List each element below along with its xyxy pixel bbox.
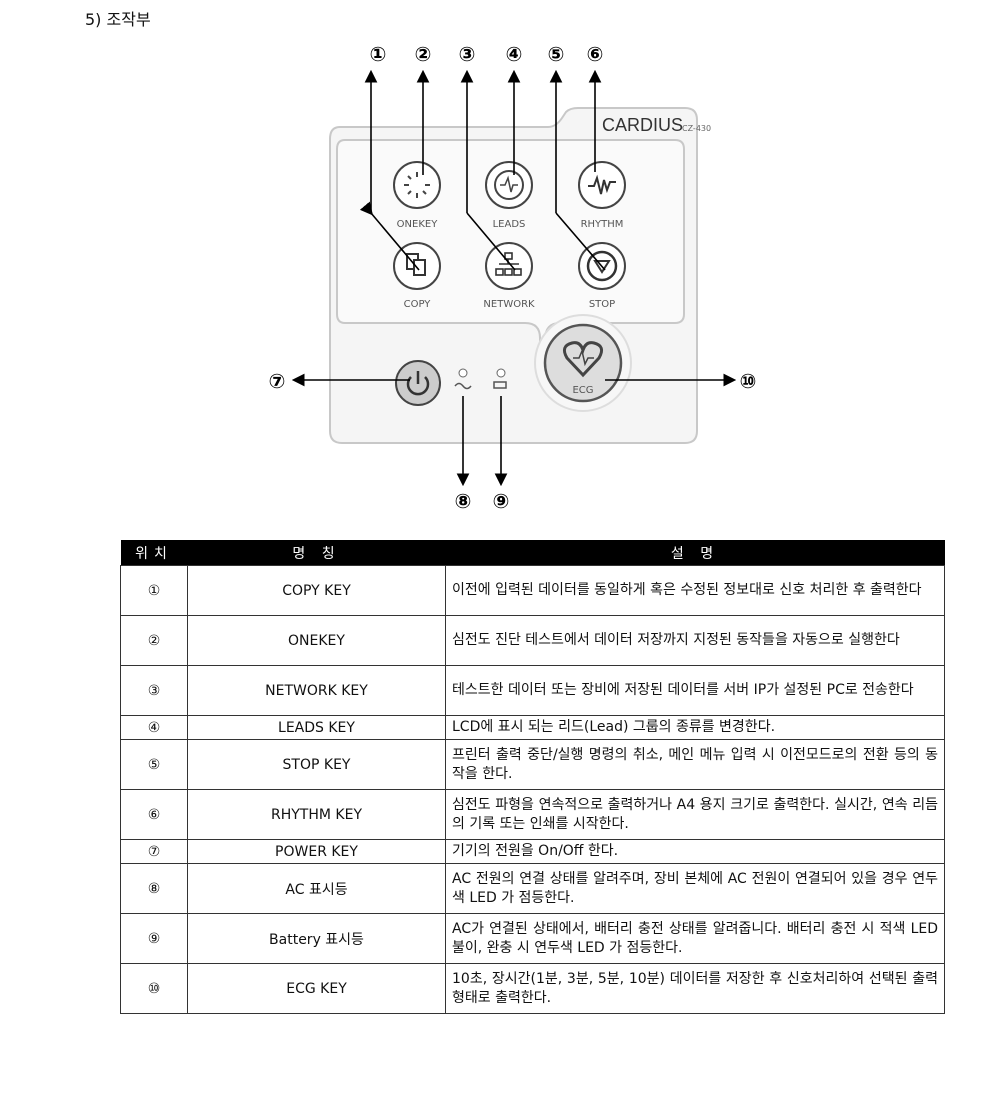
battery-led [493, 368, 507, 389]
row-description: 기기의 전원을 On/Off 한다. [445, 839, 945, 864]
callout-9: ⑨ [493, 489, 510, 513]
row-description: AC 전원의 연결 상태를 알려주며, 장비 본체에 AC 전원이 연결되어 있… [445, 863, 945, 914]
callout-6: ⑥ [587, 42, 604, 66]
callout-7: ⑦ [269, 369, 286, 393]
copy-button[interactable] [393, 242, 441, 290]
rhythm-label: RHYTHM [581, 219, 624, 230]
row-description: 심전도 파형을 연속적으로 출력하거나 A4 용지 크기로 출력한다. 실시간,… [445, 789, 945, 840]
row-name: STOP KEY [187, 739, 446, 790]
ecg-button[interactable] [534, 314, 632, 412]
sparkle-icon [404, 172, 430, 198]
row-description: 이전에 입력된 데이터를 동일하게 혹은 수정된 정보대로 신호 처리한 후 출… [445, 565, 945, 616]
row-name: NETWORK KEY [187, 665, 446, 716]
header-description: 설 명 [445, 540, 945, 566]
row-description: 테스트한 데이터 또는 장비에 저장된 데이터를 서버 IP가 설정된 PC로 … [445, 665, 945, 716]
header-name: 명 칭 [187, 540, 446, 566]
row-position: ⑦ [120, 839, 188, 864]
callout-8: ⑧ [455, 489, 472, 513]
row-name: LEADS KEY [187, 715, 446, 740]
row-description: LCD에 표시 되는 리드(Lead) 그룹의 종류를 변경한다. [445, 715, 945, 740]
callout-4: ④ [506, 42, 523, 66]
section-heading: 5) 조작부 [85, 10, 151, 29]
ac-icon [454, 382, 472, 390]
leads-label: LEADS [493, 219, 526, 230]
row-name: ECG KEY [187, 963, 446, 1014]
brand-logo: CARDIUS [602, 115, 683, 135]
callout-3: ③ [459, 42, 476, 66]
stop-icon [586, 250, 618, 282]
row-name: RHYTHM KEY [187, 789, 446, 840]
callout-numbers: ① ② ③ ④ ⑤ ⑥ ⑦ ⑧ ⑨ ⑩ [269, 42, 757, 513]
copy-label: COPY [404, 299, 432, 310]
row-name: Battery 표시등 [187, 913, 446, 964]
battery-icon [493, 381, 507, 389]
row-description: 심전도 진단 테스트에서 데이터 저장까지 지정된 동작들을 자동으로 실행한다 [445, 615, 945, 666]
row-position: ⑩ [120, 963, 188, 1014]
row-description: 10초, 장시간(1분, 3분, 5분, 10분) 데이터를 저장한 후 신호처… [445, 963, 945, 1014]
callout-1: ① [370, 42, 387, 66]
power-icon [406, 371, 430, 396]
onekey-label: ONEKEY [397, 219, 439, 230]
network-label: NETWORK [483, 299, 535, 310]
control-panel-diagram: CARDIUS CZ-430 ONEKEY LEADS RHYTHM COPY … [269, 42, 757, 513]
row-name: AC 표시등 [187, 863, 446, 914]
row-name: POWER KEY [187, 839, 446, 864]
row-position: ④ [120, 715, 188, 740]
refresh-icon [494, 170, 524, 200]
header-position: 위치 [120, 540, 188, 566]
network-button[interactable] [485, 242, 533, 290]
rhythm-button[interactable] [578, 161, 626, 209]
leads-button[interactable] [485, 161, 533, 209]
row-name: COPY KEY [187, 565, 446, 616]
row-position: ③ [120, 665, 188, 716]
row-position: ⑧ [120, 863, 188, 914]
ecg-label: ECG [572, 385, 593, 396]
row-position: ⑥ [120, 789, 188, 840]
ac-led [454, 368, 472, 390]
waveform-icon [588, 174, 616, 195]
row-position: ② [120, 615, 188, 666]
copy-icon [406, 253, 426, 276]
row-description: AC가 연결된 상태에서, 배터리 충전 상태를 알려줍니다. 배터리 충전 시… [445, 913, 945, 964]
stop-label: STOP [589, 299, 615, 310]
row-position: ⑤ [120, 739, 188, 790]
row-description: 프린터 출력 중단/실행 명령의 취소, 메인 메뉴 입력 시 이전모드로의 전… [445, 739, 945, 790]
callout-2: ② [415, 42, 432, 66]
model-label: CZ-430 [682, 124, 711, 133]
heart-icon [562, 341, 604, 378]
power-button[interactable] [395, 360, 441, 406]
row-name: ONEKEY [187, 615, 446, 666]
callout-lines [291, 69, 737, 487]
callout-5: ⑤ [548, 42, 565, 66]
onekey-button[interactable] [393, 161, 441, 209]
row-position: ⑨ [120, 913, 188, 964]
callout-10: ⑩ [740, 369, 757, 393]
row-position: ① [120, 565, 188, 616]
